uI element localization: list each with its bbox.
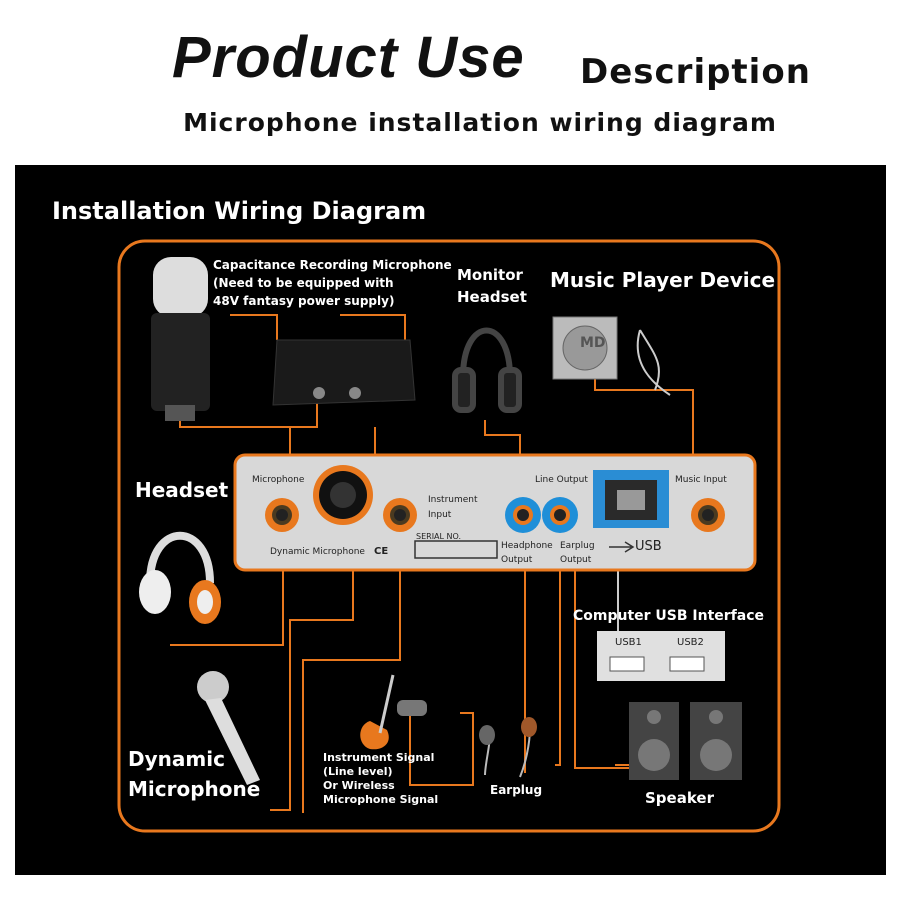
music-player-image — [552, 316, 671, 396]
panel-microphone-label: Microphone — [252, 475, 305, 485]
panel-dynamic-mic-label: Dynamic Microphone — [270, 547, 365, 557]
wiring-svg — [117, 239, 781, 833]
computer-usb-image — [597, 631, 725, 681]
monitor-label: Monitor — [457, 266, 523, 284]
wiring-panel: Installation Wiring Diagram Capacitance … — [15, 165, 886, 875]
wire-monitor-headset — [484, 420, 521, 455]
capacitance-mic-label: Capacitance Recording Microphone — [213, 258, 452, 272]
instrument-signal-label: Instrument Signal — [323, 751, 435, 764]
dynamic-mic-label: Dynamic — [128, 747, 225, 771]
computer-usb-label: Computer USB Interface — [573, 608, 765, 624]
md-logo: MD — [580, 335, 606, 351]
panel-headphone-output-label: Output — [501, 555, 533, 565]
panel-headphone-label: Headphone — [501, 541, 553, 551]
guitar-image — [360, 674, 427, 750]
panel-earplug-label: Earplug — [560, 541, 595, 551]
usb2-label: USB2 — [677, 637, 704, 648]
wire-guitar — [409, 710, 474, 786]
wire-music-player — [594, 375, 694, 455]
panel-instrument-label: Instrument — [428, 495, 478, 505]
instrument-wireless-label: Or Wireless — [323, 779, 395, 792]
dynamic-microphone-image — [197, 671, 260, 785]
earplug-label: Earplug — [490, 783, 543, 797]
wire-instrument — [302, 570, 401, 813]
dynamic-microphone-label: Microphone — [128, 777, 261, 801]
audio-interface-panel — [233, 453, 757, 572]
capacitance-mic-note-2: 48V fantasy power supply) — [213, 294, 395, 308]
panel-music-input-label: Music Input — [675, 475, 727, 485]
instrument-line-level-label: (Line level) — [323, 765, 393, 778]
earplug-image — [479, 717, 537, 778]
phantom-power-image — [272, 339, 416, 406]
panel-serial-label: SERIAL NO. — [416, 532, 462, 541]
instrument-mic-signal-label: Microphone Signal — [323, 793, 439, 806]
panel-line-output-label: Line Output — [535, 475, 588, 485]
headset-image — [139, 531, 221, 624]
wire-dynamic-mic — [270, 570, 354, 811]
music-player-label: Music Player Device — [550, 268, 776, 292]
capacitance-mic-note: (Need to be equipped with — [213, 276, 394, 290]
headset-label: Headset — [135, 478, 229, 502]
diagram-title: Installation Wiring Diagram — [52, 197, 427, 225]
speakers-image — [629, 702, 742, 780]
panel-earplug-output-label: Output — [560, 555, 592, 565]
ce-mark: CE — [374, 546, 389, 557]
condenser-microphone-image — [151, 257, 210, 421]
panel-instrument-input-label: Input — [428, 510, 452, 520]
monitor-headset-image — [452, 327, 522, 413]
usb1-label: USB1 — [615, 637, 642, 648]
page-title-description: Description — [580, 52, 811, 92]
wires — [170, 314, 694, 813]
speaker-label: Speaker — [645, 789, 714, 807]
wire-headset — [170, 570, 284, 646]
panel-usb-label: USB — [635, 539, 662, 554]
diagram-border — [117, 239, 781, 833]
monitor-headset-label: Headset — [457, 288, 527, 306]
page-title: Product Use — [172, 25, 525, 90]
page-subtitle: Microphone installation wiring diagram — [183, 108, 777, 137]
